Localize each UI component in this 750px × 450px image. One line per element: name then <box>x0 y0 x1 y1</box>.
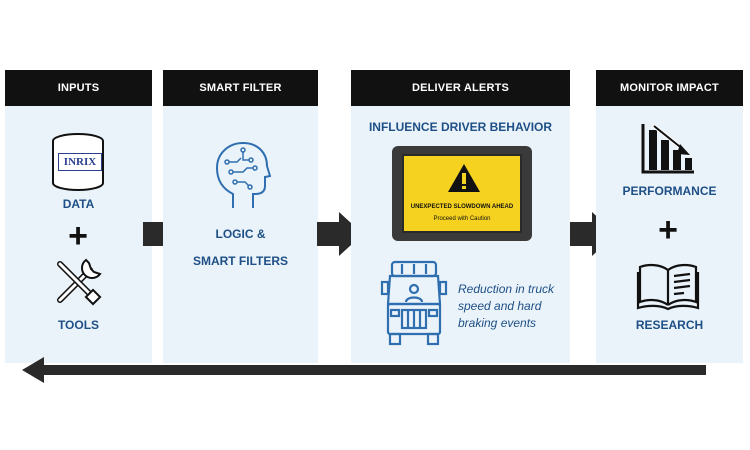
right-arrow-icon <box>317 212 363 256</box>
deliver-alerts-header: DELIVER ALERTS <box>351 70 570 106</box>
book-icon <box>636 263 700 311</box>
smart-filter-panel <box>163 105 318 363</box>
reduction-note-1: Reduction in truck <box>458 282 555 296</box>
inputs-header: INPUTS <box>5 70 152 106</box>
brain-circuit-icon <box>215 141 271 208</box>
data-label: DATA <box>62 197 95 211</box>
monitor-impact-panel <box>596 105 743 363</box>
plus-sign: + <box>658 211 678 249</box>
tools-label: TOOLS <box>57 318 100 332</box>
tools-icon <box>57 258 102 306</box>
right-arrow-icon <box>570 212 616 256</box>
alert-line-1: UNEXPECTED SLOWDOWN AHEAD <box>410 204 514 210</box>
inrix-logo: INRIX <box>58 153 102 171</box>
performance-label: PERFORMANCE <box>622 184 717 198</box>
logic-label: LOGIC & <box>215 227 266 241</box>
smart-filters-label: SMART FILTERS <box>192 254 289 268</box>
alert-sign: UNEXPECTED SLOWDOWN AHEAD Proceed with C… <box>402 154 522 233</box>
warning-icon <box>448 164 480 192</box>
alert-line-2: Proceed with Caution <box>433 216 491 222</box>
smart-filter-header: SMART FILTER <box>163 70 318 106</box>
truck-icon <box>380 260 448 346</box>
reduction-note-3: braking events <box>458 316 537 330</box>
bar-chart-down-icon <box>641 124 694 174</box>
research-label: RESEARCH <box>635 318 704 332</box>
plus-sign: + <box>68 217 88 255</box>
monitor-impact-header: MONITOR IMPACT <box>596 70 743 106</box>
reduction-note-2: speed and hard <box>458 299 542 313</box>
alert-tablet: UNEXPECTED SLOWDOWN AHEAD Proceed with C… <box>392 146 532 241</box>
feedback-arrow-icon <box>22 357 706 383</box>
influence-title: INFLUENCE DRIVER BEHAVIOR <box>368 120 553 134</box>
